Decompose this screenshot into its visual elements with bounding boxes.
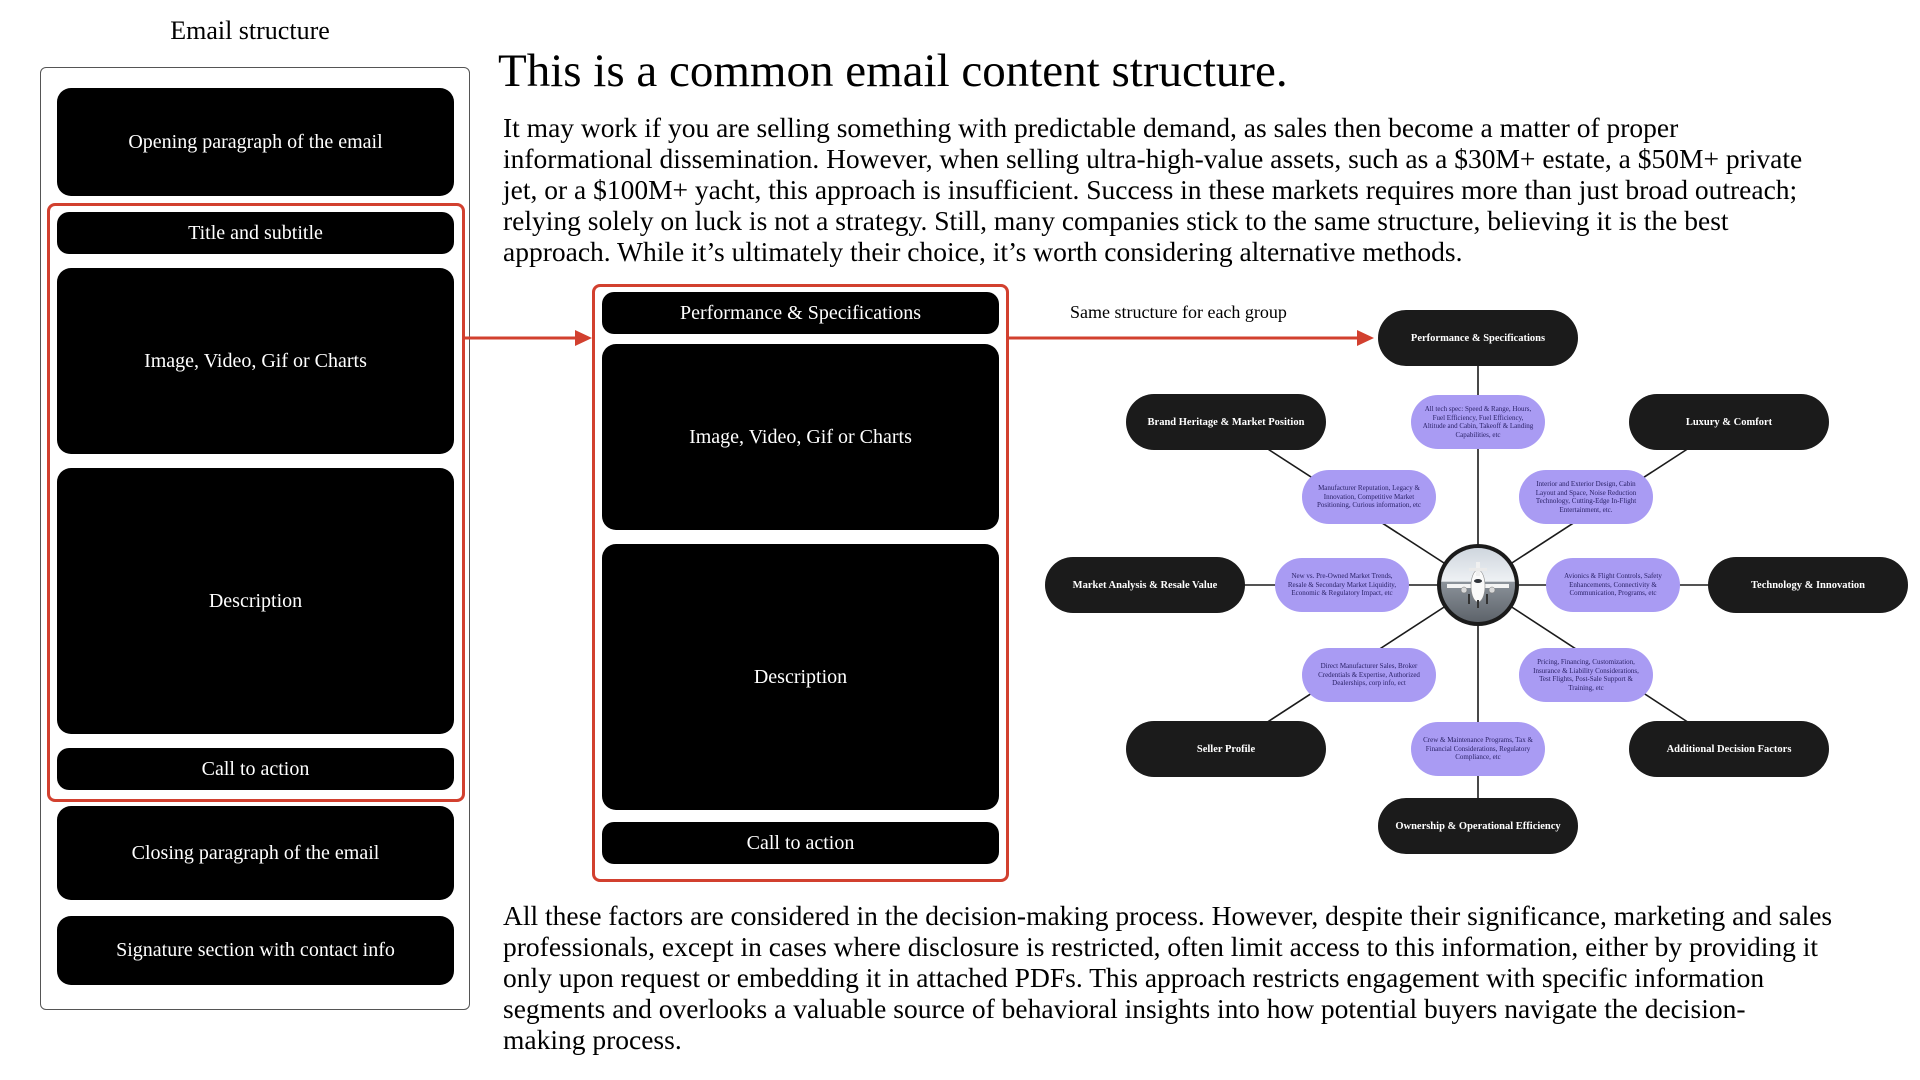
outro-line: segments and overlooks a valuable source… — [503, 993, 1746, 1024]
group-technology: Technology & Innovation — [1708, 557, 1908, 613]
left-panel-title: Email structure — [170, 16, 330, 45]
outro-line: only upon request or embedding it in att… — [503, 962, 1765, 993]
detail-technology: Avionics & Flight Controls, Safety Enhan… — [1546, 558, 1680, 612]
main-heading: This is a common email content structure… — [498, 45, 1288, 97]
title-subtitle-block: Title and subtitle — [57, 212, 454, 254]
outro-line: making process. — [503, 1024, 682, 1055]
group-brand-heritage: Brand Heritage & Market Position — [1126, 394, 1326, 450]
middle-description-block: Description — [602, 544, 999, 810]
middle-highlight-frame — [592, 284, 1009, 882]
middle-title-block: Performance & Specifications — [602, 292, 999, 334]
detail-luxury: Interior and Exterior Design, Cabin Layo… — [1519, 470, 1653, 524]
group-market-analysis: Market Analysis & Resale Value — [1045, 557, 1245, 613]
opening-paragraph-block: Opening paragraph of the email — [57, 88, 454, 196]
arrow-right-icon — [1009, 330, 1374, 346]
arrow-label: Same structure for each group — [1070, 302, 1287, 322]
outro-line: All these factors are considered in the … — [503, 900, 1833, 931]
center-image — [1441, 548, 1515, 622]
left-highlight-frame — [47, 203, 465, 802]
signature-block: Signature section with contact info — [57, 916, 454, 985]
airplane-icon — [1447, 562, 1509, 608]
media-block: Image, Video, Gif or Charts — [57, 268, 454, 454]
description-block: Description — [57, 468, 454, 734]
outro-paragraph: All these factors are considered in the … — [503, 900, 1832, 1055]
group-luxury: Luxury & Comfort — [1629, 394, 1829, 450]
middle-media-block: Image, Video, Gif or Charts — [602, 344, 999, 530]
group-ownership: Ownership & Operational Efficiency — [1378, 798, 1578, 854]
arrow-right-icon — [465, 330, 592, 346]
detail-ownership: Crew & Maintenance Programs, Tax & Finan… — [1411, 722, 1545, 776]
closing-paragraph-block: Closing paragraph of the email — [57, 806, 454, 900]
group-performance: Performance & Specifications — [1378, 310, 1578, 366]
intro-line: It may work if you are selling something… — [503, 112, 1679, 143]
group-additional-factors: Additional Decision Factors — [1629, 721, 1829, 777]
intro-line: approach. While it’s ultimately their ch… — [503, 236, 1463, 267]
intro-line: jet, or a $100M+ yacht, this approach is… — [503, 174, 1798, 205]
group-seller-profile: Seller Profile — [1126, 721, 1326, 777]
intro-line: informational dissemination. However, wh… — [503, 143, 1803, 174]
intro-paragraph: It may work if you are selling something… — [503, 112, 1802, 267]
outro-line: professionals, except in cases where dis… — [503, 931, 1819, 962]
intro-line: relying solely on luck is not a strategy… — [503, 205, 1729, 236]
detail-additional-factors: Pricing, Financing, Customization, Insur… — [1519, 648, 1653, 702]
left-panel-frame — [40, 67, 470, 1010]
cta-block: Call to action — [57, 748, 454, 790]
detail-performance: All tech spec: Speed & Range, Hours, Fue… — [1411, 395, 1545, 449]
detail-seller-profile: Direct Manufacturer Sales, Broker Creden… — [1302, 648, 1436, 702]
detail-brand-heritage: Manufacturer Reputation, Legacy & Innova… — [1302, 470, 1436, 524]
middle-cta-block: Call to action — [602, 822, 999, 864]
detail-market-analysis: New vs. Pre-Owned Market Trends, Resale … — [1275, 558, 1409, 612]
